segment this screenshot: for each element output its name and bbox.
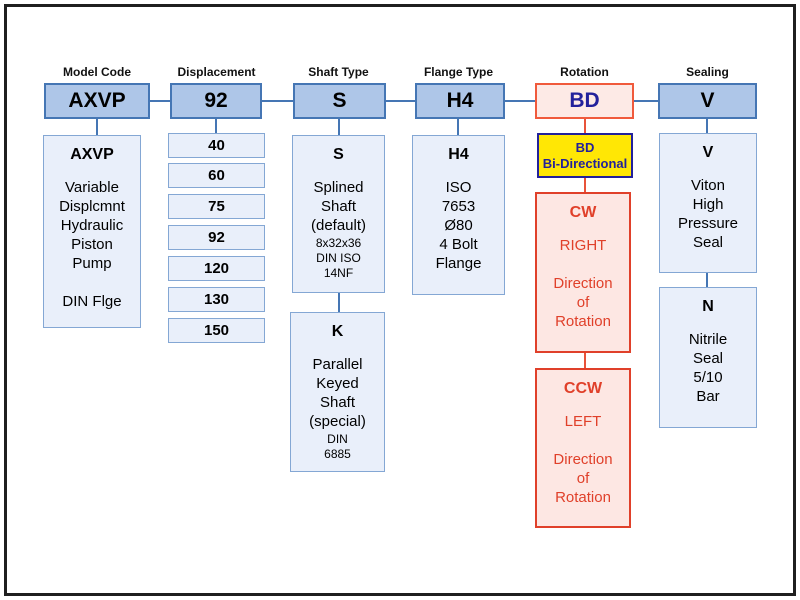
- connector-shaft-splined: [338, 119, 340, 135]
- connector-model-detail: [96, 119, 98, 135]
- displacement-option-75: 75: [168, 194, 265, 219]
- header-box-model-code: AXVP: [44, 83, 150, 119]
- splined-shaft-title: S: [333, 146, 344, 163]
- ccw-rotation-box: CCW LEFT Direction of Rotation: [535, 368, 631, 528]
- header-box-flange-type: H4: [415, 83, 505, 119]
- column-label-shaft-type: Shaft Type: [308, 65, 369, 79]
- flange-detail-title: H4: [448, 146, 469, 163]
- connector-flange-rotation: [505, 100, 535, 102]
- model-code-detail-title: AXVP: [70, 146, 114, 163]
- viton-seal-box: V Viton High Pressure Seal: [659, 133, 757, 273]
- connector-model-displacement: [150, 100, 170, 102]
- bi-directional-box: BD Bi-Directional: [537, 133, 633, 178]
- column-label-rotation: Rotation: [560, 65, 609, 79]
- splined-shaft-text: Splined Shaft (default): [310, 179, 367, 234]
- nitrile-seal-title: N: [702, 298, 714, 315]
- connector-displacement-options: [215, 119, 217, 133]
- splined-shaft-box: S Splined Shaft (default) 8x32x36 DIN IS…: [292, 135, 385, 293]
- displacement-option-130: 130: [168, 287, 265, 312]
- splined-shaft-spec: 8x32x36 DIN ISO 14NF: [315, 236, 362, 280]
- connector-cw-ccw: [584, 353, 586, 368]
- nitrile-seal-text: Nitrile Seal 5/10 Bar: [688, 331, 728, 405]
- connector-rotation-sealing: [634, 100, 658, 102]
- ccw-title: CCW: [563, 380, 603, 397]
- keyed-shaft-title: K: [331, 323, 344, 340]
- header-box-rotation: BD: [535, 83, 634, 119]
- flange-type-value: H4: [446, 89, 474, 112]
- displacement-option-60: 60: [168, 163, 265, 188]
- model-code-value: AXVP: [68, 89, 126, 112]
- shaft-type-value: S: [332, 89, 347, 112]
- keyed-shaft-box: K Parallel Keyed Shaft (special) DIN 688…: [290, 312, 385, 472]
- viton-seal-text: Viton High Pressure Seal: [677, 177, 739, 251]
- displacement-option-92: 92: [168, 225, 265, 250]
- cw-text: RIGHT Direction of Rotation: [553, 237, 613, 330]
- connector-flange-detail: [457, 119, 459, 135]
- connector-sealing-viton: [706, 119, 708, 133]
- keyed-shaft-spec: DIN 6885: [324, 432, 351, 461]
- viton-seal-title: V: [702, 144, 714, 161]
- displacement-option-40: 40: [168, 133, 265, 158]
- nitrile-seal-box: N Nitrile Seal 5/10 Bar: [659, 287, 757, 428]
- model-code-detail-text: Variable Displcmnt Hydraulic Piston Pump…: [59, 179, 125, 310]
- displacement-option-120: 120: [168, 256, 265, 281]
- model-code-detail-box: AXVP Variable Displcmnt Hydraulic Piston…: [43, 135, 141, 328]
- header-box-shaft-type: S: [293, 83, 386, 119]
- cw-title: CW: [569, 204, 597, 221]
- rotation-value: BD: [569, 89, 600, 112]
- header-box-displacement: 92: [170, 83, 262, 119]
- sealing-value: V: [700, 89, 715, 112]
- flange-detail-text: ISO 7653 Ø80 4 Bolt Flange: [435, 179, 482, 272]
- connector-splined-keyed: [338, 293, 340, 312]
- connector-viton-nitrile: [706, 273, 708, 287]
- bi-directional-title: BD: [575, 139, 595, 155]
- column-label-sealing: Sealing: [686, 65, 729, 79]
- column-label-model-code: Model Code: [63, 65, 131, 79]
- displacement-value: 92: [204, 89, 228, 112]
- connector-rotation-bd: [584, 119, 586, 133]
- column-label-displacement: Displacement: [177, 65, 256, 79]
- connector-displacement-shaft: [262, 100, 293, 102]
- cw-rotation-box: CW RIGHT Direction of Rotation: [535, 192, 631, 353]
- connector-bd-cw: [584, 178, 586, 192]
- keyed-shaft-text: Parallel Keyed Shaft (special): [309, 356, 366, 430]
- flange-detail-box: H4 ISO 7653 Ø80 4 Bolt Flange: [412, 135, 505, 295]
- displacement-option-150: 150: [168, 318, 265, 343]
- header-box-sealing: V: [658, 83, 757, 119]
- connector-shaft-flange: [386, 100, 415, 102]
- bi-directional-text: Bi-Directional: [542, 155, 628, 171]
- ccw-text: LEFT Direction of Rotation: [553, 413, 613, 506]
- column-label-flange-type: Flange Type: [423, 65, 494, 79]
